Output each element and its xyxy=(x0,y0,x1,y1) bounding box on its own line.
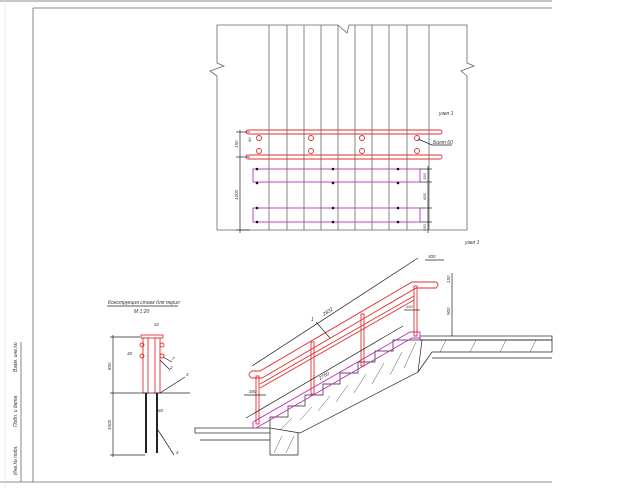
svg-text:900: 900 xyxy=(446,307,451,315)
svg-text:3: 3 xyxy=(186,372,189,377)
plan-dimensions: 150 60 1000 150 600 150 xyxy=(234,130,432,233)
svg-text:150: 150 xyxy=(406,304,413,309)
section-dimensions: 2832 2750 300 150 900 150 300 1 xyxy=(244,254,453,419)
detail-title: Конструкция стоек для перил xyxy=(108,300,180,306)
plan-handrails xyxy=(245,129,443,160)
svg-text:150: 150 xyxy=(234,140,239,148)
handrail-posts xyxy=(255,285,418,425)
node-label: узел 1 xyxy=(464,240,480,246)
svg-text:2: 2 xyxy=(169,365,173,370)
svg-text:1000: 1000 xyxy=(234,189,239,200)
sheet-frame xyxy=(0,0,552,488)
plan-tread-lines xyxy=(268,25,430,230)
side-stamp: Инв.№ подл. Подп. и дата Взам. инв.№ xyxy=(13,342,19,475)
ground xyxy=(194,335,553,456)
svg-text:60: 60 xyxy=(247,137,252,142)
plan-stringers xyxy=(252,167,421,224)
svg-text:7: 7 xyxy=(172,356,175,361)
stamp-sign-date: Подп. и дата xyxy=(13,395,19,427)
stringer xyxy=(252,331,421,429)
bolt-icon xyxy=(256,135,420,154)
svg-text:52: 52 xyxy=(154,322,160,327)
stair-section: 2832 2750 300 150 900 150 300 1 xyxy=(194,254,553,456)
detail-scale: М 1:20 xyxy=(134,309,150,315)
svg-text:40: 40 xyxy=(127,351,133,356)
svg-text:150: 150 xyxy=(422,173,427,180)
post-detail: Конструкция стоек для перил М 1:20 850 1… xyxy=(107,300,190,457)
stamp-inv-no: Инв.№ подл. xyxy=(13,445,19,475)
svg-text:150: 150 xyxy=(422,224,427,231)
stamp-replace-inv: Взам. инв.№ xyxy=(13,342,19,372)
hatch xyxy=(273,339,537,454)
bolt-callout: Болт 60 xyxy=(433,140,453,146)
callout-1: 1 xyxy=(311,317,314,323)
svg-text:150: 150 xyxy=(446,275,451,283)
svg-text:1000: 1000 xyxy=(107,419,112,430)
svg-text:600: 600 xyxy=(422,193,427,200)
svg-text:300: 300 xyxy=(428,254,436,259)
plan-view: 150 60 1000 150 600 150 Болт 60 узел 1 xyxy=(209,24,476,233)
node-label: узел 1 xyxy=(438,111,454,117)
stair-steps xyxy=(269,339,537,454)
svg-text:4: 4 xyxy=(176,450,179,455)
svg-text:2750: 2750 xyxy=(317,371,331,382)
svg-text:60: 60 xyxy=(158,408,164,413)
svg-text:850: 850 xyxy=(107,362,112,370)
svg-text:2832: 2832 xyxy=(321,306,335,318)
handrail xyxy=(248,281,439,425)
svg-text:300: 300 xyxy=(249,389,257,394)
